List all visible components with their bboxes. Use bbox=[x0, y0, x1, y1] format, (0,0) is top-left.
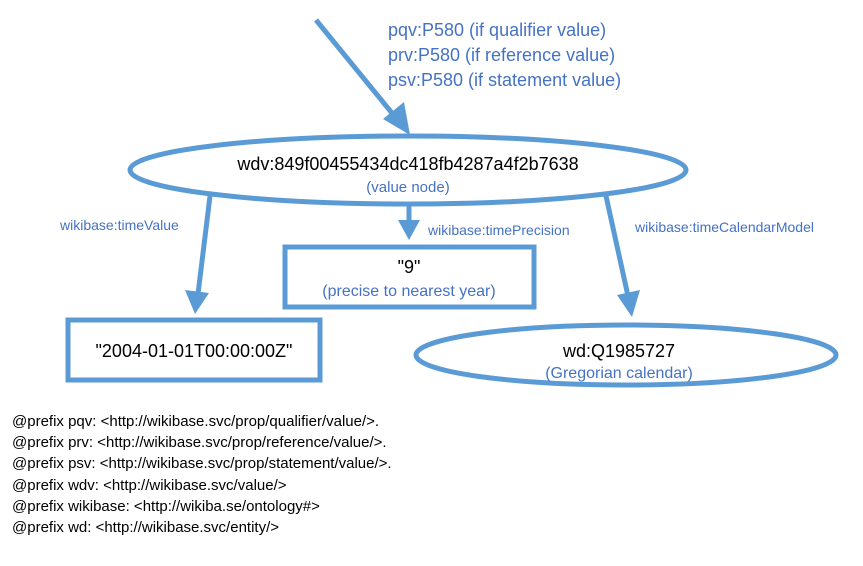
incoming-arrow bbox=[314, 18, 410, 135]
precision-value: "9" bbox=[398, 257, 421, 277]
incoming-label-pqv: pqv:P580 (if qualifier value) bbox=[388, 20, 606, 40]
edge-time-calendar-model bbox=[603, 195, 640, 317]
precision-node: "9" (precise to nearest year) bbox=[282, 244, 537, 310]
value-node: wdv:849f00455434dc418fb4287a4f2b7638 (va… bbox=[127, 133, 689, 207]
incoming-label-psv: psv:P580 (if statement value) bbox=[388, 70, 621, 90]
edge-time-value bbox=[185, 195, 213, 314]
prefix-line: @prefix prv: <http://wikibase.svc/prop/r… bbox=[12, 434, 387, 452]
incoming-label-prv: prv:P580 (if reference value) bbox=[388, 45, 615, 65]
prefix-list: @prefix pqv: <http://wikibase.svc/prop/q… bbox=[12, 411, 392, 538]
edge-label-time-value: wikibase:timeValue bbox=[59, 217, 179, 233]
calendar-node: wd:Q1985727 (Gregorian calendar) bbox=[413, 322, 839, 388]
prefix-line: @prefix psv: <http://wikibase.svc/prop/s… bbox=[12, 455, 392, 473]
prefix-line: @prefix pqv: <http://wikibase.svc/prop/q… bbox=[12, 413, 380, 430]
precision-note: (precise to nearest year) bbox=[322, 283, 495, 300]
prefix-line: @prefix wd: <http://wikibase.svc/entity/… bbox=[12, 519, 280, 537]
time-value-node: "2004-01-01T00:00:00Z" bbox=[65, 317, 323, 383]
prefix-line: @prefix wikibase: <http://wikiba.se/onto… bbox=[12, 497, 320, 515]
calendar-node-id: wd:Q1985727 bbox=[562, 341, 675, 361]
time-value-literal: "2004-01-01T00:00:00Z" bbox=[96, 341, 293, 361]
edge-label-time-precision: wikibase:timePrecision bbox=[427, 222, 570, 238]
value-node-note: (value node) bbox=[366, 179, 449, 196]
calendar-node-note: (Gregorian calendar) bbox=[545, 365, 693, 382]
edge-label-time-calendar-model: wikibase:timeCalendarModel bbox=[634, 219, 814, 235]
edge-time-precision bbox=[398, 205, 420, 240]
prefix-line: @prefix wdv: <http://wikibase.svc/value/… bbox=[12, 476, 287, 494]
rdf-diagram: pqv:P580 (if qualifier value) prv:P580 (… bbox=[59, 18, 839, 388]
value-node-id: wdv:849f00455434dc418fb4287a4f2b7638 bbox=[236, 154, 578, 174]
